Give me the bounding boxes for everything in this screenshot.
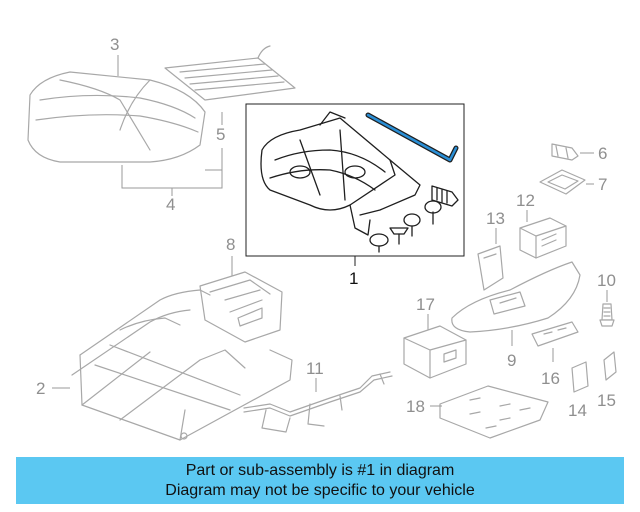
part-16-switch-knob[interactable] [531, 321, 579, 347]
part-1-wire-rod[interactable] [366, 113, 458, 162]
callout-17: 17 [416, 295, 435, 314]
part-2-seat-track[interactable] [71, 289, 293, 441]
part-13-cover[interactable] [477, 245, 504, 291]
part-1-bolts[interactable] [369, 185, 459, 253]
info-banner: Part or sub-assembly is #1 in diagram Di… [16, 457, 624, 504]
part-14-clip[interactable] [571, 361, 589, 393]
callout-9: 9 [507, 351, 516, 370]
part-17-control-module[interactable] [403, 325, 467, 379]
callout-13: 13 [486, 209, 505, 228]
part-7-trim-bezel[interactable] [539, 169, 586, 195]
callout-1: 1 [349, 269, 358, 288]
callout-18: 18 [406, 397, 425, 416]
part-10-screw[interactable] [599, 303, 615, 327]
callout-15: 15 [597, 391, 616, 410]
part-12-switch-module[interactable] [519, 217, 567, 259]
callout-16: 16 [541, 369, 560, 388]
callout-5: 5 [216, 125, 225, 144]
part-18-mat[interactable] [439, 385, 549, 439]
part-1-cushion-frame[interactable] [260, 111, 421, 236]
callout-11: 11 [306, 359, 324, 378]
part-11-wire-harness[interactable] [243, 371, 393, 433]
part-8-side-cover[interactable] [199, 271, 283, 343]
part-9-side-shield[interactable] [451, 261, 581, 333]
callout-8: 8 [226, 235, 235, 254]
callout-7: 7 [598, 175, 607, 194]
callout-12: 12 [516, 191, 535, 210]
callout-3: 3 [110, 35, 119, 54]
part-15-trim-clip[interactable] [603, 351, 617, 381]
part-3-cushion-pad[interactable] [27, 71, 206, 163]
callout-4: 4 [166, 195, 175, 214]
part-6-clip[interactable] [551, 143, 579, 161]
callout-2: 2 [36, 379, 45, 398]
part-5-seat-heater[interactable] [164, 45, 296, 101]
callout-14: 14 [568, 401, 587, 420]
banner-line-1: Part or sub-assembly is #1 in diagram [185, 461, 455, 479]
callout-6: 6 [598, 144, 607, 163]
callout-10: 10 [597, 271, 616, 290]
banner-line-2: Diagram may not be specific to your vehi… [165, 481, 475, 499]
